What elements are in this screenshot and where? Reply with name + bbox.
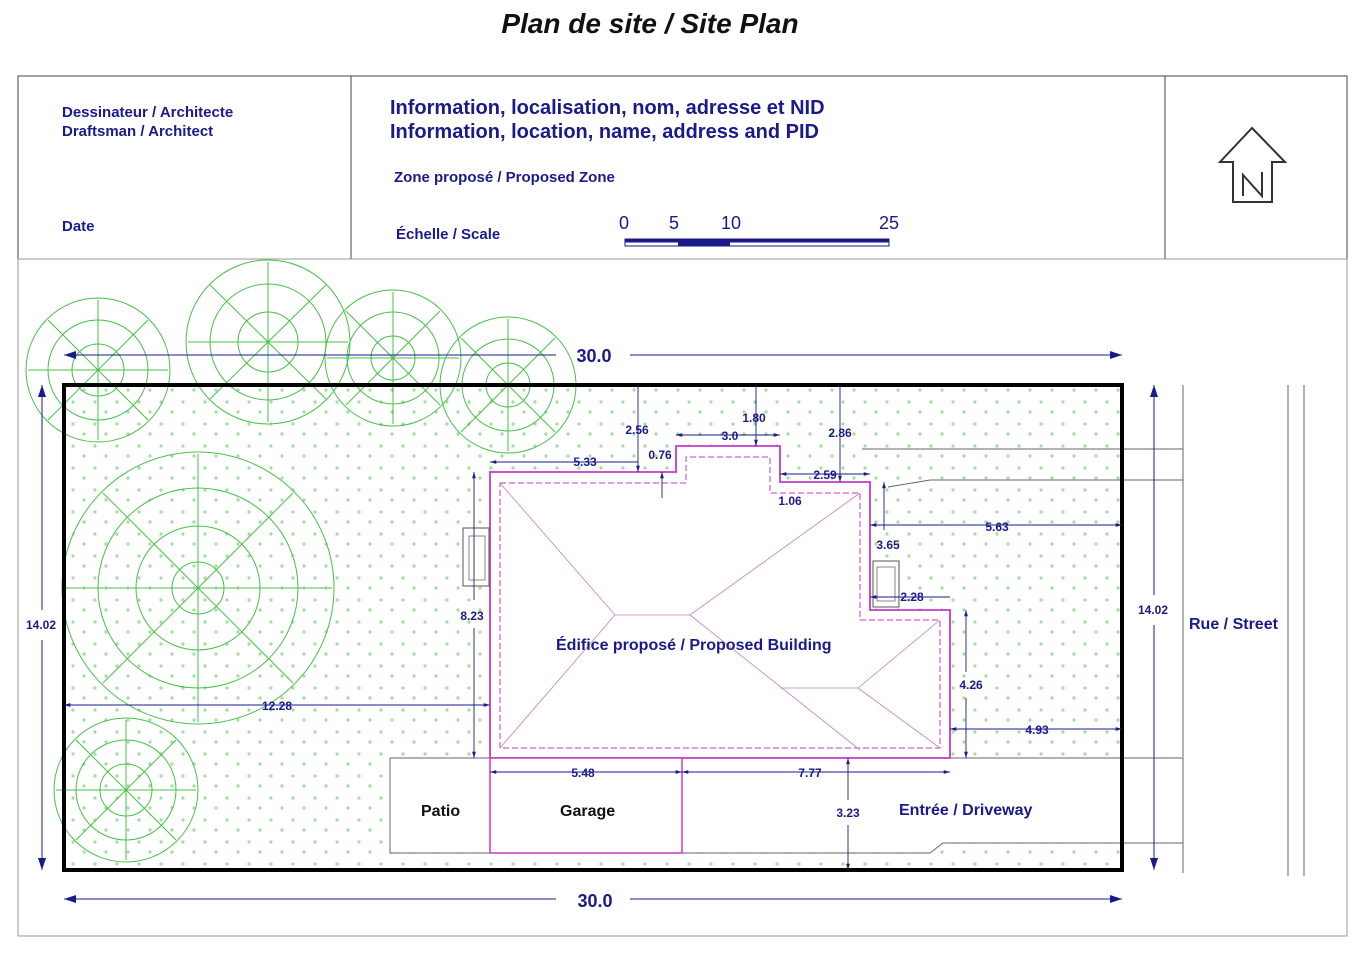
lot-depth-left: 14.02 bbox=[26, 618, 56, 632]
dim-1-06: 1.06 bbox=[778, 494, 802, 508]
patio-label: Patio bbox=[421, 803, 460, 820]
tree-icon bbox=[324, 289, 462, 427]
scale-tick-25: 25 bbox=[879, 213, 899, 233]
page-title: Plan de site / Site Plan bbox=[501, 8, 799, 39]
dim-12-28: 12.28 bbox=[262, 699, 292, 713]
north-arrow-icon bbox=[1217, 126, 1288, 203]
dim-3-65: 3.65 bbox=[876, 538, 900, 552]
dim-5-33: 5.33 bbox=[573, 455, 597, 469]
draftsman-label-fr: Dessinateur / Architecte bbox=[62, 104, 233, 121]
proposed-building: Édifice proposé / Proposed Building bbox=[462, 445, 951, 854]
date-label: Date bbox=[62, 218, 95, 235]
scale-bar: 0 5 10 25 bbox=[619, 213, 899, 247]
drawing-frame bbox=[17, 258, 1348, 937]
dim-4-26: 4.26 bbox=[959, 678, 983, 692]
dim-8-23: 8.23 bbox=[460, 609, 484, 623]
scale-tick-0: 0 bbox=[619, 213, 629, 233]
dim-1-80: 1.80 bbox=[742, 411, 766, 425]
garage-label: Garage bbox=[560, 803, 615, 820]
building-label: Édifice proposé / Proposed Building bbox=[556, 635, 832, 654]
info-label-en: Information, location, name, address and… bbox=[390, 121, 819, 143]
lot-depth-right: 14.02 bbox=[1138, 603, 1168, 617]
lot-boundary bbox=[62, 383, 1124, 872]
setback-dimensions bbox=[64, 385, 1122, 870]
street bbox=[862, 385, 1305, 876]
scale-label: Échelle / Scale bbox=[396, 226, 500, 243]
lot-width-top: 30.0 bbox=[576, 346, 611, 366]
dim-3-0: 3.0 bbox=[722, 429, 739, 443]
dim-0-76: 0.76 bbox=[648, 448, 672, 462]
trees bbox=[25, 259, 577, 863]
draftsman-label-en: Draftsman / Architect bbox=[62, 123, 213, 140]
dim-5-63: 5.63 bbox=[985, 520, 1009, 534]
scale-tick-5: 5 bbox=[669, 213, 679, 233]
driveway-label: Entrée / Driveway bbox=[899, 802, 1033, 819]
dim-7-77: 7.77 bbox=[798, 766, 822, 780]
dim-2-86: 2.86 bbox=[828, 426, 852, 440]
dim-5-48: 5.48 bbox=[571, 766, 595, 780]
lot-width-bottom: 30.0 bbox=[577, 891, 612, 911]
dim-2-56: 2.56 bbox=[625, 423, 649, 437]
dim-2-59: 2.59 bbox=[813, 468, 837, 482]
overall-dimensions bbox=[38, 351, 1158, 903]
title-block: Dessinateur / Architecte Draftsman / Arc… bbox=[17, 75, 1348, 260]
dim-2-28: 2.28 bbox=[900, 590, 924, 604]
street-label: Rue / Street bbox=[1189, 616, 1279, 633]
tree-icon bbox=[61, 451, 335, 725]
tree-icon bbox=[53, 717, 199, 863]
dim-4-93: 4.93 bbox=[1025, 723, 1049, 737]
dim-3-23: 3.23 bbox=[836, 806, 860, 820]
zone-label: Zone proposé / Proposed Zone bbox=[394, 169, 615, 186]
info-label-fr: Information, localisation, nom, adresse … bbox=[390, 97, 825, 119]
tree-icon bbox=[25, 297, 171, 443]
scale-tick-10: 10 bbox=[721, 213, 741, 233]
